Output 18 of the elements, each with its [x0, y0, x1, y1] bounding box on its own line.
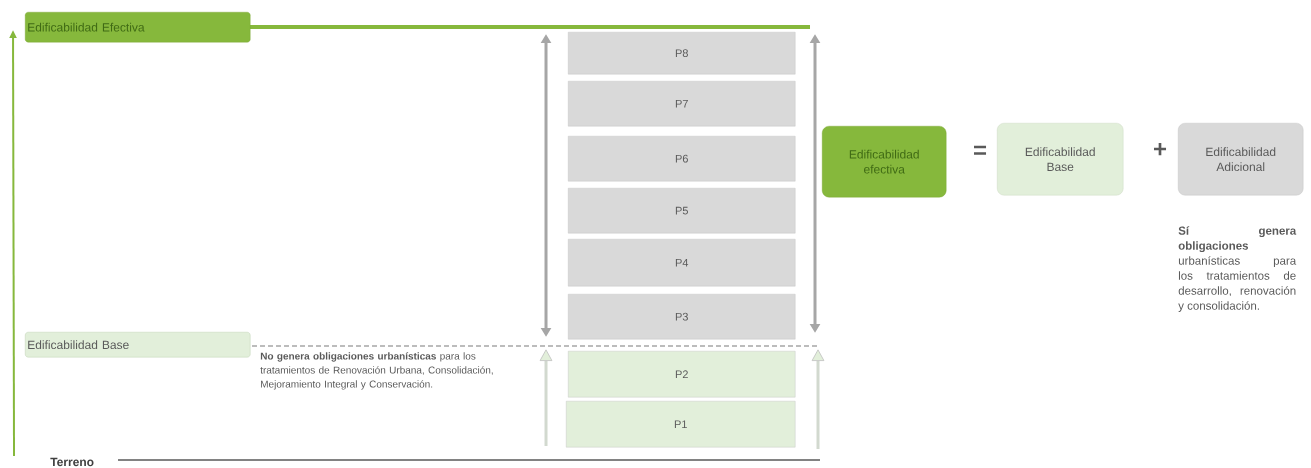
level-bar: Edificabilidad Base	[25, 332, 251, 358]
formula-box: Edificabilidad Adicional	[1178, 123, 1304, 196]
equals-sign: =	[974, 145, 987, 155]
level-bar: Edificabilidad Efectiva	[25, 12, 251, 43]
floor-block: P5	[568, 188, 796, 234]
plus-sign: +	[1154, 142, 1167, 156]
floor-block: P4	[568, 239, 796, 287]
ground-label: Terreno	[50, 457, 94, 467]
formula-box: Edificabilidad efectiva	[822, 126, 947, 198]
floor-block: P1	[566, 401, 796, 448]
floor-block: P8	[568, 32, 796, 75]
floor-block: P6	[568, 136, 796, 182]
floor-block: P2	[568, 351, 796, 398]
floor-block: P3	[568, 294, 796, 340]
note-text: No genera obligaciones urbanísticas para los tratamientos de Renovación Urbana, Consolidación, Mejoramiento Integral y Conservación.	[260, 352, 493, 390]
formula-box: Edificabilidad Base	[997, 123, 1124, 196]
note-text: Sí genera obligaciones urbanísticas para los tratamientos de desarrollo, renovación y consolidación.	[1178, 226, 1297, 312]
floor-block: P7	[568, 81, 796, 127]
